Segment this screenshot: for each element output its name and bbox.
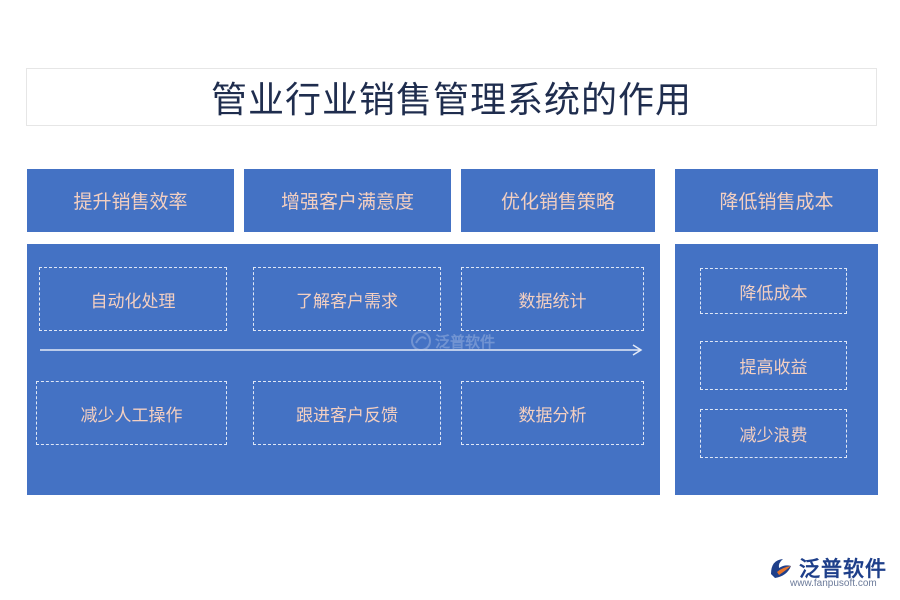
- side-panel: [675, 244, 878, 495]
- main-panel: [27, 244, 660, 495]
- item-follow-feedback: 跟进客户反馈: [253, 381, 441, 445]
- header-optimize-strategy: 优化销售策略: [461, 169, 655, 232]
- brand-logo: 泛普软件: [767, 553, 887, 583]
- brand-logo-text: 泛普软件: [799, 557, 887, 581]
- brand-logo-icon: [771, 559, 791, 578]
- header-reduce-cost: 降低销售成本: [675, 169, 878, 232]
- item-understand-needs: 了解客户需求: [253, 267, 441, 331]
- diagram-title: 管业行业销售管理系统的作用: [210, 80, 692, 121]
- title-box: 管业行业销售管理系统的作用: [26, 68, 877, 126]
- item-reduce-waste: 减少浪费: [700, 409, 847, 458]
- watermark-logo-icon: [411, 331, 431, 351]
- brand-url: www.fanpusoft.com: [790, 578, 877, 589]
- flow-arrow: [40, 344, 643, 356]
- item-automation: 自动化处理: [39, 267, 227, 331]
- watermark: 泛普软件: [410, 330, 495, 352]
- item-lower-cost: 降低成本: [700, 268, 847, 314]
- item-increase-revenue: 提高收益: [700, 341, 847, 390]
- header-improve-efficiency: 提升销售效率: [27, 169, 234, 232]
- watermark-text: 泛普软件: [435, 332, 496, 351]
- item-data-analysis: 数据分析: [461, 381, 644, 445]
- item-reduce-manual-work: 减少人工操作: [36, 381, 227, 445]
- item-data-statistics: 数据统计: [461, 267, 644, 331]
- header-customer-satisfaction: 增强客户满意度: [244, 169, 451, 232]
